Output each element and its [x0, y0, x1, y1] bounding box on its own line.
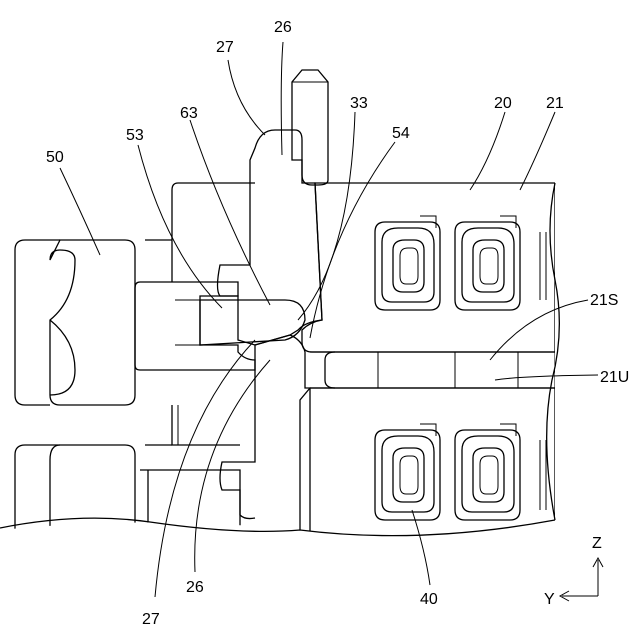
outer-casing: [140, 183, 255, 540]
label-27-top: 27: [216, 39, 234, 56]
part-63: [200, 300, 305, 345]
coil-unit-top-1: [375, 216, 440, 310]
label-54: 54: [392, 125, 410, 142]
label-26-top: 26: [274, 19, 292, 36]
break-lines: [0, 183, 559, 536]
label-50: 50: [46, 149, 64, 166]
top-pin: [292, 70, 328, 185]
label-53: 53: [126, 127, 144, 144]
flange-member-26: [218, 130, 323, 540]
coil-unit-bottom-2: [455, 424, 520, 520]
axis-label-z: Z: [592, 535, 602, 552]
label-21S: 21S: [590, 292, 618, 309]
label-20: 20: [494, 95, 512, 112]
coil-edge-partial: [540, 232, 546, 510]
channel-21: [310, 352, 555, 388]
coil-unit-top-2: [455, 216, 520, 310]
label-21U: 21U: [600, 369, 629, 386]
reference-labels: 26 27 63 33 54 20 21 53 50 21S 21U 26 27…: [46, 19, 629, 628]
label-63: 63: [180, 105, 198, 122]
label-21: 21: [546, 95, 564, 112]
tube-53: [135, 282, 255, 370]
label-27-bottom: 27: [142, 611, 160, 628]
coil-unit-bottom-1: [375, 424, 440, 520]
axis-label-y: Y: [544, 591, 555, 608]
label-40: 40: [420, 591, 438, 608]
part-50: [50, 240, 135, 540]
leader-lines: [60, 42, 598, 597]
axis-indicator: Z Y: [544, 535, 603, 608]
label-26-bottom: 26: [186, 579, 204, 596]
label-33: 33: [350, 95, 368, 112]
left-cylinder: [15, 240, 60, 530]
